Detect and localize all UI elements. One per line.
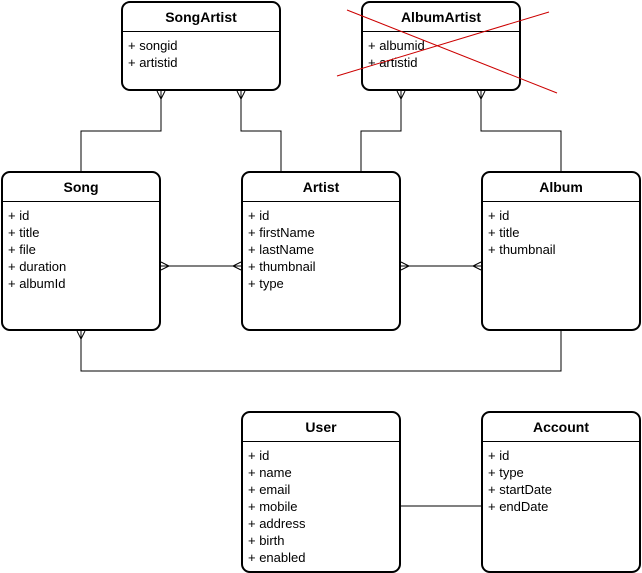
entity-album[interactable]: Album + id + title + thumbnail xyxy=(481,171,641,331)
link-songartist-artist xyxy=(240,91,282,172)
field: + duration xyxy=(8,259,67,274)
field: + id xyxy=(248,208,270,223)
entity-title: Album xyxy=(483,173,639,202)
field: + thumbnail xyxy=(248,259,316,274)
field-list: + id + type + startDate + endDate xyxy=(483,442,639,515)
crowfoot-artist-album-left xyxy=(400,261,411,271)
field: + mobile xyxy=(248,499,298,514)
field: + albumid xyxy=(368,38,425,53)
field: + artistid xyxy=(368,55,418,70)
field: + title xyxy=(488,225,520,240)
field: + email xyxy=(248,482,291,497)
entity-song[interactable]: Song + id + title + file + duration + al… xyxy=(1,171,161,331)
field: + id xyxy=(488,448,510,463)
field: + artistid xyxy=(128,55,178,70)
entity-title: Account xyxy=(483,413,639,442)
field: + enabled xyxy=(248,550,306,565)
entity-title: SongArtist xyxy=(123,3,279,32)
link-song-album xyxy=(80,331,562,372)
crowfoot-albumartist-album xyxy=(476,90,486,101)
link-songartist-song xyxy=(80,91,162,172)
link-albumartist-album xyxy=(480,91,562,172)
entity-albumartist[interactable]: AlbumArtist + albumid + artistid xyxy=(361,1,521,91)
entity-user[interactable]: User + id + name + email + mobile + addr… xyxy=(241,411,401,573)
field-list: + id + name + email + mobile + address +… xyxy=(243,442,399,566)
field: + id xyxy=(8,208,30,223)
field: + type xyxy=(248,276,284,291)
crowfoot-artist-side xyxy=(231,261,242,271)
crowfoot-songartist-artist xyxy=(236,90,246,101)
crowfoot-song-bottom xyxy=(76,330,86,341)
field: + startDate xyxy=(488,482,552,497)
crowfoot-songartist-song xyxy=(156,90,166,101)
field-list: + id + title + file + duration + albumId xyxy=(3,202,159,292)
field: + type xyxy=(488,465,524,480)
field-list: + albumid + artistid xyxy=(363,32,519,71)
field: + thumbnail xyxy=(488,242,556,257)
field: + file xyxy=(8,242,36,257)
field: + endDate xyxy=(488,499,549,514)
field-list: + id + title + thumbnail xyxy=(483,202,639,258)
entity-account[interactable]: Account + id + type + startDate + endDat… xyxy=(481,411,641,573)
field: + id xyxy=(248,448,270,463)
field: + id xyxy=(488,208,510,223)
field-list: + songid + artistid xyxy=(123,32,279,71)
entity-title: AlbumArtist xyxy=(363,3,519,32)
field-list: + id + firstName + lastName + thumbnail … xyxy=(243,202,399,292)
entity-songartist[interactable]: SongArtist + songid + artistid xyxy=(121,1,281,91)
entity-artist[interactable]: Artist + id + firstName + lastName + thu… xyxy=(241,171,401,331)
link-albumartist-artist xyxy=(360,91,402,172)
crowfoot-song-side xyxy=(160,261,171,271)
field: + firstName xyxy=(248,225,315,240)
crowfoot-album-side xyxy=(471,261,482,271)
field: + albumId xyxy=(8,276,66,291)
field: + name xyxy=(248,465,292,480)
field: + lastName xyxy=(248,242,315,257)
field: + address xyxy=(248,516,306,531)
crowfoot-albumartist-artist xyxy=(396,90,406,101)
entity-title: Song xyxy=(3,173,159,202)
field: + title xyxy=(8,225,40,240)
field: + songid xyxy=(128,38,178,53)
entity-title: Artist xyxy=(243,173,399,202)
entity-title: User xyxy=(243,413,399,442)
field: + birth xyxy=(248,533,285,548)
